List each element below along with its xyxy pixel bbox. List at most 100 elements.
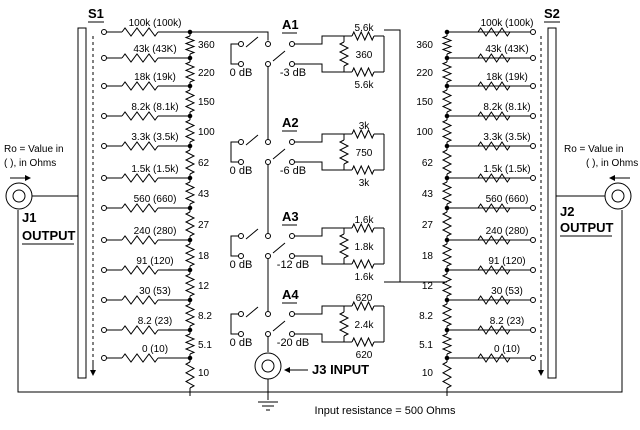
output-bus bbox=[384, 29, 401, 283]
switch-s1-label: S1 bbox=[88, 6, 104, 21]
j2-label: J2 bbox=[560, 204, 574, 219]
switch-contact bbox=[238, 331, 244, 337]
junction-dot bbox=[187, 205, 193, 211]
switch-contact bbox=[289, 61, 295, 67]
s1-tap-label: 100k (100k) bbox=[129, 18, 182, 29]
s1-ladder-resistor bbox=[184, 273, 196, 297]
switch-lever bbox=[272, 242, 286, 254]
pad-series-resistor bbox=[351, 30, 375, 42]
s2-contact bbox=[530, 143, 536, 149]
switch-s1-bar bbox=[77, 27, 87, 379]
switch-contact bbox=[289, 311, 295, 317]
attenuator-label: A2 bbox=[282, 115, 299, 130]
s2-tap-label: 560 (660) bbox=[486, 194, 529, 205]
switch-contact bbox=[238, 233, 244, 239]
atten-db-label: -6 dB bbox=[280, 165, 306, 177]
junction-dot bbox=[187, 29, 193, 35]
bypass-wire bbox=[230, 235, 239, 257]
s1-ladder-resistor bbox=[184, 333, 196, 355]
s2-ladder-label: 43 bbox=[422, 189, 434, 200]
s1-tap-resistor bbox=[121, 295, 159, 305]
pad-wire bbox=[294, 333, 344, 343]
pad-mid-label: 360 bbox=[356, 50, 373, 61]
s2-tap-label: 30 (53) bbox=[491, 286, 523, 297]
s2-tap-resistor bbox=[477, 111, 511, 121]
s1-ladder-resistor bbox=[184, 211, 196, 237]
s2-ladder-label: 220 bbox=[416, 68, 433, 79]
pad-series-resistor bbox=[351, 258, 375, 270]
s1-ladder-label: 62 bbox=[198, 158, 210, 169]
junction-dot bbox=[187, 143, 193, 149]
junction-dot bbox=[444, 113, 450, 119]
switch-lever bbox=[272, 320, 286, 332]
junction-dot bbox=[444, 297, 450, 303]
s1-ladder-resistor bbox=[184, 361, 196, 389]
s1-ladder-label: 18 bbox=[198, 251, 210, 262]
junction-dot bbox=[187, 237, 193, 243]
switch-contact bbox=[265, 253, 271, 259]
s2-tap-label: 91 (120) bbox=[488, 256, 525, 267]
junction-dot bbox=[187, 83, 193, 89]
s2-ladder-resistor bbox=[441, 303, 453, 327]
bypass-wire bbox=[230, 43, 239, 65]
switch-contact bbox=[265, 139, 271, 145]
s1-ladder-label: 10 bbox=[198, 368, 210, 379]
junction-dot bbox=[444, 175, 450, 181]
s2-tap-resistor bbox=[477, 27, 511, 37]
s2-ladder-label: 27 bbox=[422, 220, 434, 231]
junction-dot bbox=[444, 143, 450, 149]
j1-ro-line2: ( ), in Ohms bbox=[4, 158, 56, 169]
pad-top-label: 1.6k bbox=[355, 215, 375, 226]
j3-jack-inner bbox=[261, 359, 275, 373]
s2-ladder-label: 360 bbox=[416, 40, 433, 51]
junction-dot bbox=[444, 205, 450, 211]
pad-shunt-resistor bbox=[338, 233, 350, 259]
s1-tap-label: 560 (660) bbox=[134, 194, 177, 205]
s1-contact bbox=[101, 55, 107, 61]
switch-contact bbox=[238, 253, 244, 259]
switch-contact bbox=[289, 159, 295, 165]
switch-contact bbox=[265, 159, 271, 165]
s1-ladder-resistor bbox=[184, 89, 196, 113]
junction-dot bbox=[444, 55, 450, 61]
pad-mid-label: 750 bbox=[356, 148, 373, 159]
s2-ladder-label: 12 bbox=[422, 281, 434, 292]
s2-tap-label: 0 (10) bbox=[494, 344, 520, 355]
junction-dot bbox=[444, 83, 450, 89]
pad-top-label: 3k bbox=[359, 121, 371, 132]
junction-dot bbox=[187, 297, 193, 303]
junction-dot bbox=[444, 237, 450, 243]
s2-contact bbox=[530, 355, 536, 361]
s1-contact bbox=[101, 29, 107, 35]
s2-tap-resistor bbox=[477, 173, 511, 183]
s2-contact bbox=[530, 237, 536, 243]
switch-contact bbox=[238, 159, 244, 165]
footer-note: Input resistance = 500 Ohms bbox=[315, 405, 456, 417]
switch-contact bbox=[289, 233, 295, 239]
s2-contact bbox=[530, 205, 536, 211]
s2-contact bbox=[530, 297, 536, 303]
s1-tap-resistor bbox=[121, 111, 159, 121]
s1-tap-resistor bbox=[121, 203, 159, 213]
pad-top-label: 5.6k bbox=[355, 23, 375, 34]
pad-mid-label: 2.4k bbox=[355, 320, 375, 331]
atten-db-label: -20 dB bbox=[277, 337, 309, 349]
s1-tap-label: 8.2k (8.1k) bbox=[131, 102, 178, 113]
s2-tap-resistor bbox=[477, 81, 511, 91]
j1-ro-line1: Ro = Value in bbox=[4, 144, 64, 155]
j1-label: J1 bbox=[22, 210, 36, 225]
s1-tap-label: 91 (120) bbox=[136, 256, 173, 267]
s2-contact bbox=[530, 113, 536, 119]
s1-ladder-resistor bbox=[184, 119, 196, 143]
j1-jack-inner bbox=[12, 189, 26, 203]
s2-ladder-label: 150 bbox=[416, 97, 433, 108]
bypass-wire bbox=[230, 141, 239, 163]
switch-lever bbox=[272, 148, 286, 160]
junction-dot bbox=[444, 267, 450, 273]
s2-contact bbox=[530, 29, 536, 35]
bypass-wire bbox=[230, 313, 239, 335]
s2-ladder-resistor bbox=[441, 89, 453, 113]
switch-contact bbox=[289, 253, 295, 259]
junction-dot bbox=[444, 29, 450, 35]
